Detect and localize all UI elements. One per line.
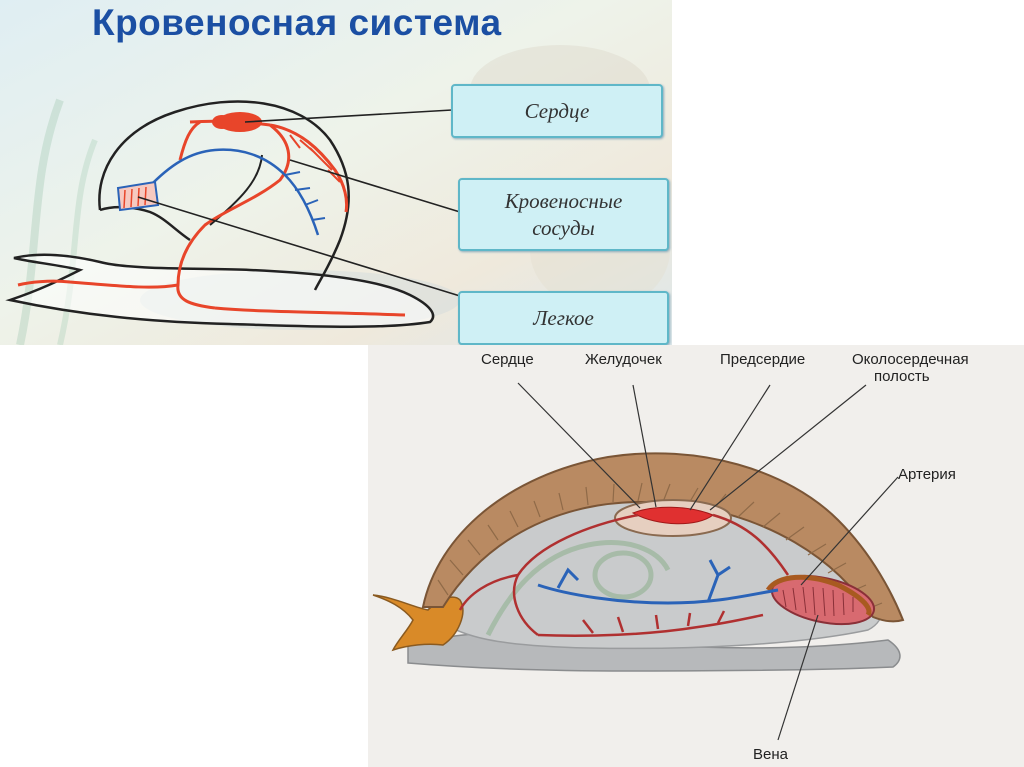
page-title: Кровеносная система <box>92 2 502 43</box>
label-vein: Вена <box>753 746 788 763</box>
lung-shape-top <box>116 180 160 212</box>
label-box-heart: Сердце <box>451 84 663 138</box>
mantle-cavity-edge <box>765 574 872 617</box>
label-heart-bottom: Сердце <box>481 351 534 368</box>
shell-ridges <box>437 482 883 611</box>
leader-lines-top <box>137 109 461 297</box>
snail-head <box>372 594 464 652</box>
label-lung: Легкое <box>533 305 594 330</box>
snail-anatomy-diagram-bottom: Сердце Желудочек Предсердие Околосердечн… <box>368 345 1024 767</box>
label-pericardial-cavity-line1: Околосердечная <box>852 351 969 368</box>
label-box-lung: Легкое <box>458 291 669 345</box>
veins-dark-blue <box>537 559 779 605</box>
label-ventricle: Желудочек <box>585 351 662 368</box>
label-blood-vessels-line2: сосуды <box>532 215 595 240</box>
heart-shape-top <box>218 112 262 132</box>
digestive-tract <box>485 540 671 637</box>
label-box-blood-vessels: Кровеносные сосуды <box>458 178 669 251</box>
mantle-edge <box>99 205 191 242</box>
label-artery: Артерия <box>898 466 956 483</box>
snail-circulation-diagram-top: Кровеносная система Сердце Кровеносные с… <box>0 0 672 345</box>
label-blood-vessels-line1: Кровеносные <box>504 189 623 214</box>
leader-lines-bottom <box>517 382 899 741</box>
bottom-diagram-graphic <box>372 382 905 741</box>
label-pericardial-cavity-line2: полость <box>874 367 930 385</box>
snail-body-outline <box>5 253 435 329</box>
label-pericardial-cavity: Околосердечная полость <box>852 351 969 385</box>
arteries-red <box>17 119 406 317</box>
veins-blue <box>147 148 326 236</box>
snail-shell <box>421 452 905 623</box>
arteries-dark-red <box>458 513 790 637</box>
label-heart: Сердце <box>524 98 590 123</box>
label-atrium: Предсердие <box>720 351 806 368</box>
